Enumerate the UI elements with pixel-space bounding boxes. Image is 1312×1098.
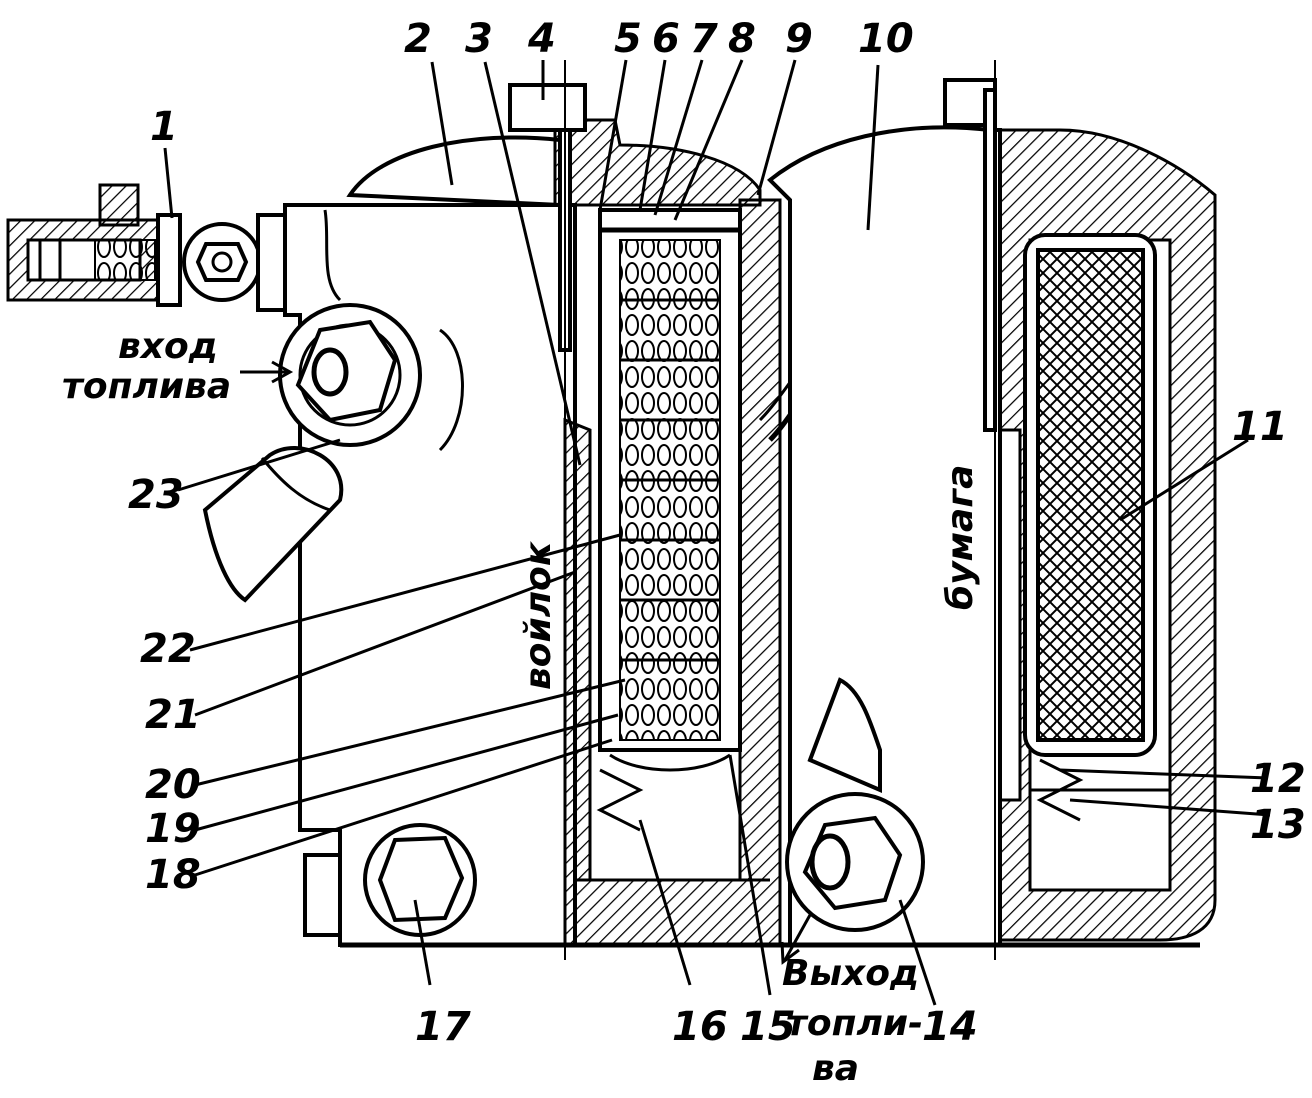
outlet-caption-line3: ва bbox=[812, 1048, 859, 1089]
outlet-arrow bbox=[780, 914, 812, 965]
outlet-caption-line2: топли- bbox=[786, 1003, 923, 1044]
label-7: 7 bbox=[690, 16, 718, 62]
label-8: 8 bbox=[728, 16, 756, 62]
label-11: 11 bbox=[1232, 404, 1288, 450]
label-17: 17 bbox=[415, 1004, 471, 1050]
leader-lines bbox=[163, 59, 1271, 1006]
label-19: 19 bbox=[145, 806, 201, 852]
outlet-caption-line1: Выход bbox=[782, 953, 919, 994]
outlet-banjo-lower bbox=[785, 677, 925, 932]
inlet-caption-line2: топлива bbox=[62, 366, 231, 407]
felt-caption: войлок bbox=[518, 540, 559, 690]
label-10: 10 bbox=[858, 16, 914, 62]
label-14: 14 bbox=[922, 1004, 978, 1050]
inlet-arrow bbox=[240, 360, 294, 384]
inlet-caption-line1: вход bbox=[118, 326, 218, 367]
label-16: 16 bbox=[672, 1004, 728, 1050]
label-23: 23 bbox=[128, 472, 184, 518]
label-21: 21 bbox=[145, 692, 201, 738]
label-15: 15 bbox=[740, 1004, 796, 1050]
inlet-banjo bbox=[202, 303, 422, 603]
paper-caption: бумага bbox=[940, 465, 981, 610]
label-1: 1 bbox=[150, 104, 178, 150]
label-2: 2 bbox=[404, 16, 432, 62]
felt-filter-bowl bbox=[508, 83, 782, 947]
label-5: 5 bbox=[614, 16, 642, 62]
label-13: 13 bbox=[1250, 802, 1306, 848]
label-20: 20 bbox=[145, 762, 201, 808]
drain-plug bbox=[303, 823, 477, 937]
label-18: 18 bbox=[145, 852, 201, 898]
label-22: 22 bbox=[140, 626, 196, 672]
label-3: 3 bbox=[465, 16, 493, 62]
label-4: 4 bbox=[527, 16, 556, 62]
label-12: 12 bbox=[1250, 756, 1306, 802]
label-9: 9 bbox=[785, 16, 813, 62]
inlet-fitting bbox=[6, 183, 290, 312]
label-6: 6 bbox=[652, 16, 680, 62]
